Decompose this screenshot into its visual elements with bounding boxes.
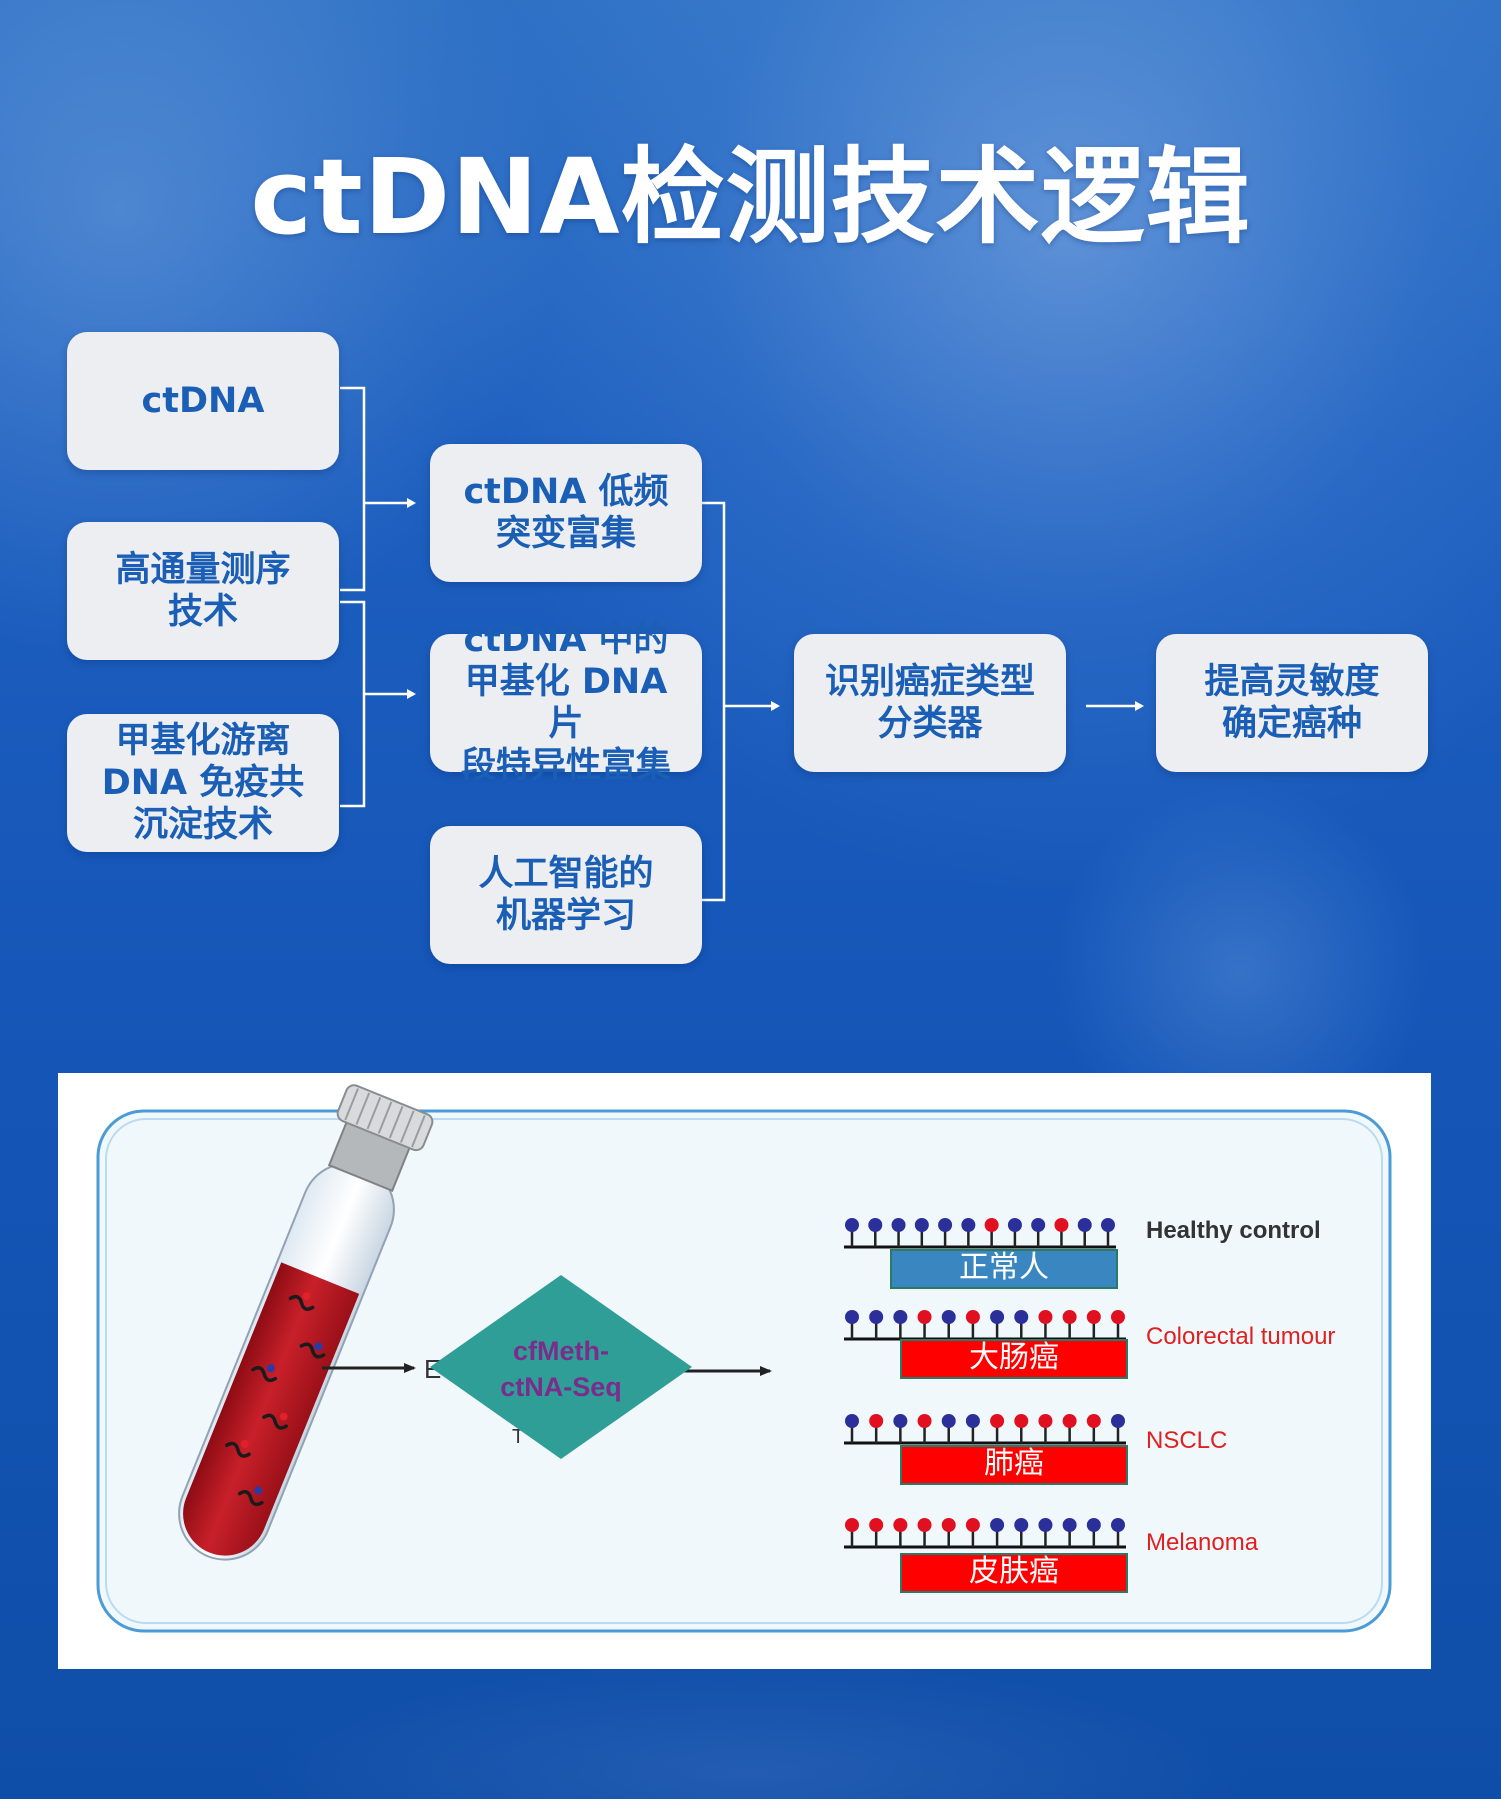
unmethylated-site (938, 1218, 953, 1232)
box-label: ctDNA (141, 381, 265, 421)
methylated-site (1038, 1310, 1053, 1324)
methylated-site (1086, 1310, 1101, 1324)
methylated-site (990, 1414, 1005, 1428)
methylated-site (893, 1518, 908, 1532)
unmethylated-site (1086, 1518, 1101, 1532)
box-label: 甲基化 DNA 片 (464, 662, 668, 744)
box-label: 高通量测序 (115, 550, 291, 590)
box-label: 提高灵敏度 (1204, 662, 1380, 702)
methylated-site (1062, 1414, 1077, 1428)
unmethylated-site (1014, 1310, 1029, 1324)
bracket-line (340, 386, 366, 592)
box-low-freq-mutation: ctDNA 低频 突变富集 (430, 444, 702, 582)
methylated-site (1054, 1218, 1069, 1232)
box-label: 识别癌症类型 (824, 662, 1035, 702)
box-label: 沉淀技术 (132, 805, 273, 845)
cfmeth-diamond (430, 1275, 692, 1459)
unmethylated-site (1111, 1518, 1125, 1532)
unmethylated-site (914, 1218, 929, 1232)
box-ngs: 高通量测序 技术 (67, 522, 339, 660)
box-label: 分类器 (877, 704, 983, 744)
box-methylation-enrichment: ctDNA 中的 甲基化 DNA 片 段特异性富集 (430, 620, 702, 786)
row-label-healthy: Healthy control (1146, 1217, 1321, 1244)
unmethylated-site (1101, 1218, 1115, 1232)
unmethylated-site (961, 1218, 976, 1232)
unmethylated-site (965, 1414, 980, 1428)
unmethylated-site (990, 1518, 1005, 1532)
unmethylated-site (891, 1218, 906, 1232)
box-classifier: 识别癌症类型 分类器 (794, 634, 1066, 772)
unmethylated-site (869, 1310, 884, 1324)
methylated-site (845, 1518, 859, 1532)
bracket-line (340, 600, 366, 808)
methylated-site (917, 1518, 932, 1532)
unmethylated-site (845, 1414, 859, 1428)
box-label: DNA 免疫共 (101, 763, 305, 803)
box-result: 提高灵敏度 确定癌种 (1156, 634, 1428, 772)
diamond-label-line: ctNA-Seq (500, 1372, 622, 1402)
box-label: ctDNA 低频 (463, 472, 669, 512)
methylated-site (1014, 1414, 1029, 1428)
box-medip: 甲基化游离 DNA 免疫共 沉淀技术 (67, 714, 339, 852)
box-machine-learning: 人工智能的 机器学习 (430, 826, 702, 964)
background-glow (250, 1660, 1250, 1799)
svg-text:E: E (424, 1354, 441, 1384)
box-label: 人工智能的 (478, 854, 654, 894)
blood-tube-icon (178, 1084, 434, 1561)
methylated-site (869, 1518, 884, 1532)
box-ctdna: ctDNA (67, 332, 339, 470)
box-label: 突变富集 (495, 514, 636, 554)
unmethylated-site (868, 1218, 883, 1232)
unmethylated-site (845, 1218, 859, 1232)
page-title: ctDNA检测技术逻辑 (250, 136, 1251, 258)
row-bar-nsclc: 肺癌 (900, 1445, 1128, 1485)
row-bar-healthy: 正常人 (890, 1249, 1118, 1289)
unmethylated-site (1038, 1518, 1053, 1532)
methylated-site (917, 1414, 932, 1428)
methylated-site (1038, 1414, 1053, 1428)
unmethylated-site (893, 1310, 908, 1324)
row-label-colorectal: Colorectal tumour (1146, 1323, 1336, 1350)
box-label: 段特异性富集 (460, 746, 671, 786)
svg-text:T: T (512, 1426, 524, 1448)
unmethylated-site (941, 1310, 956, 1324)
box-label: ctDNA 中的 (463, 620, 669, 660)
unmethylated-site (1062, 1518, 1077, 1532)
row-bar-melanoma: 皮肤癌 (900, 1553, 1128, 1593)
bracket-line (702, 501, 726, 902)
unmethylated-site (941, 1414, 956, 1428)
diamond-label-line: cfMeth- (513, 1336, 609, 1366)
methylated-site (965, 1518, 980, 1532)
row-label-melanoma: Melanoma (1146, 1529, 1259, 1556)
methylated-site (1086, 1414, 1101, 1428)
methylated-site (917, 1310, 932, 1324)
unmethylated-site (1077, 1218, 1092, 1232)
unmethylated-site (1031, 1218, 1046, 1232)
box-label: 机器学习 (495, 896, 636, 936)
methylated-site (984, 1218, 999, 1232)
unmethylated-site (893, 1414, 908, 1428)
methylated-site (965, 1310, 980, 1324)
figure-graphics: E T (96, 1084, 1392, 1633)
box-label: 甲基化游离 (115, 721, 291, 761)
unmethylated-site (1007, 1218, 1022, 1232)
box-label: 确定癌种 (1221, 704, 1362, 744)
methylated-site (869, 1414, 884, 1428)
unmethylated-site (990, 1310, 1005, 1324)
methylated-site (941, 1518, 956, 1532)
unmethylated-site (1014, 1518, 1029, 1532)
box-label: 技术 (167, 592, 238, 632)
row-label-nsclc: NSCLC (1146, 1427, 1228, 1454)
diamond-label: cfMeth- ctNA-Seq (451, 1333, 671, 1405)
methylated-site (1062, 1310, 1077, 1324)
methylation-figure: E T cfMeth- ctNA-Seq 正常人 Healthy control… (58, 1073, 1431, 1669)
unmethylated-site (845, 1310, 859, 1324)
row-bar-colorectal: 大肠癌 (900, 1339, 1128, 1379)
methylated-site (1111, 1310, 1125, 1324)
unmethylated-site (1111, 1414, 1125, 1428)
